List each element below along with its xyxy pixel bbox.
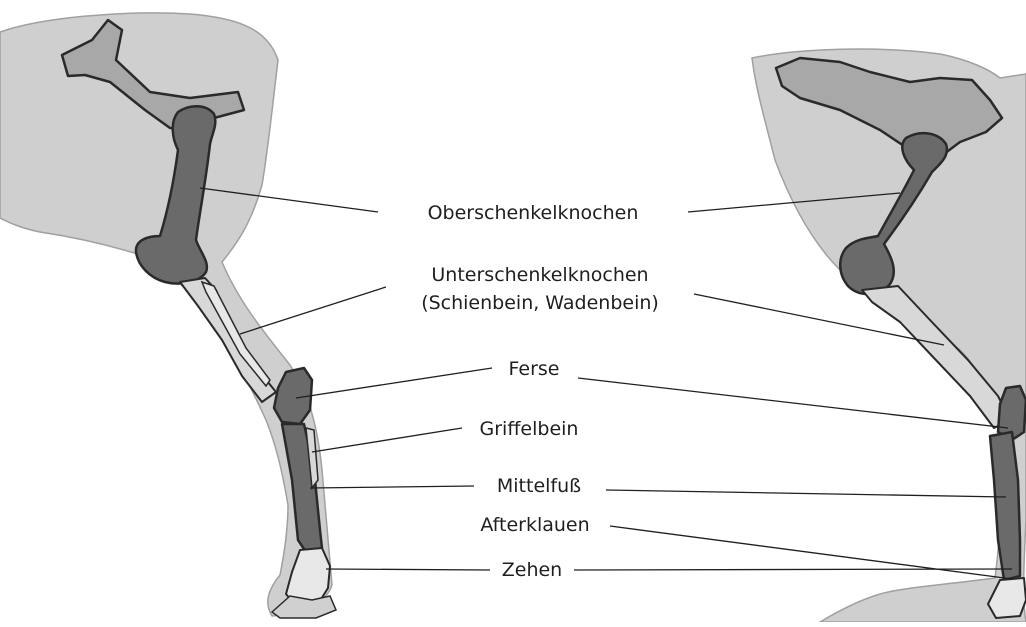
leader-mittelfuss-left (310, 486, 474, 488)
leader-griffelbein-left (312, 428, 462, 452)
right-metatarsal-bone (990, 432, 1020, 580)
label-afterklauen: Afterklauen (480, 514, 589, 536)
label-unterschenkelknochen-line1: Unterschenkelknochen (431, 264, 648, 286)
leader-ferse-right (578, 378, 1008, 428)
right-leg-illustration (752, 49, 1026, 622)
label-unterschenkelknochen-line2: (Schienbein, Wadenbein) (421, 292, 659, 314)
label-mittelfuss: Mittelfuß (497, 475, 581, 497)
leader-zehen-left (326, 569, 490, 570)
label-griffelbein: Griffelbein (480, 418, 579, 440)
label-zehen: Zehen (502, 559, 562, 581)
leader-afterklauen-right (610, 526, 1012, 579)
label-ferse: Ferse (509, 358, 560, 380)
leader-unterschenkel-left (240, 287, 386, 334)
leader-ferse-left (296, 368, 492, 398)
leader-mittelfuss-right (606, 490, 1006, 497)
labels: Oberschenkelknochen Unterschenkelknochen… (421, 202, 659, 581)
label-oberschenkelknochen: Oberschenkelknochen (428, 202, 639, 224)
left-leg-illustration (0, 13, 336, 618)
